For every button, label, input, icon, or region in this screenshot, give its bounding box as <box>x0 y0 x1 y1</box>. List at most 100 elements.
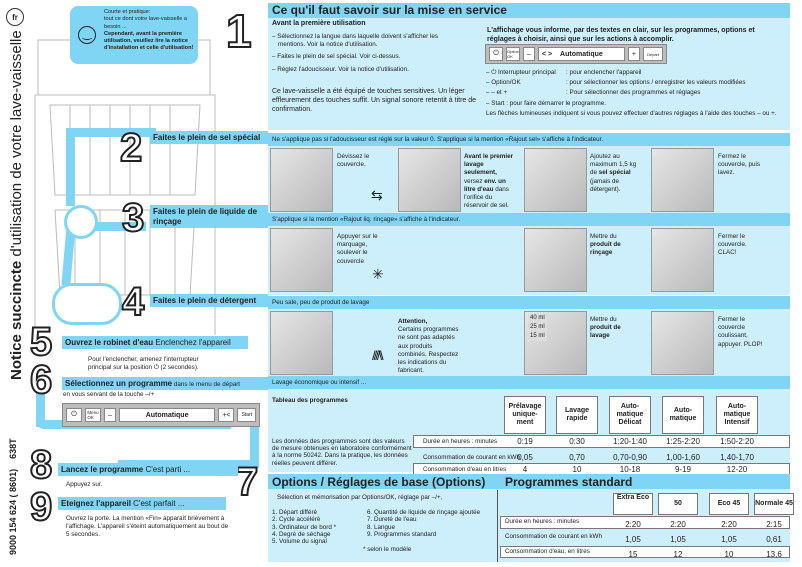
legend-row: – Option/OK: pour sélectionner les optio… <box>486 79 746 87</box>
column-header: Extra Eco <box>613 493 653 515</box>
list-item: 5. Volume du signal <box>272 538 327 546</box>
salt-pour-water-image <box>398 148 461 212</box>
row-label: Consommation d'eau, en litres <box>505 548 590 555</box>
rinse-bar: S'applique si la mention «Rajout liq. ri… <box>268 213 790 226</box>
table-cell: 2:20 <box>670 520 686 529</box>
plus-button[interactable]: + <box>627 47 640 61</box>
step-number-9: 9 <box>29 485 53 529</box>
step6-rest: dans le menu de départ <box>172 381 241 388</box>
standard-title: Programmes standard <box>505 475 633 489</box>
step-number-8: 8 <box>29 443 53 487</box>
step8-rest: C'est parti ... <box>143 465 191 474</box>
list-item: 2. Cycle accéléré <box>272 516 321 524</box>
step-number-5: 5 <box>29 320 53 364</box>
table-cell: 1,05 <box>670 535 686 544</box>
section1-title-bar: Ce qu'il faut savoir sur la mise en serv… <box>268 3 790 18</box>
arrows-indicator: < > <box>541 50 553 58</box>
column-header: Eco 45 <box>709 493 749 515</box>
row-label: Consommation de courant en kWh <box>423 454 520 461</box>
step8-note: Appuyez sur. <box>66 481 103 488</box>
options-title-bar <box>268 474 790 489</box>
minus-button[interactable]: – <box>104 408 116 422</box>
connector-line <box>36 392 45 427</box>
table-cell: 0,70 <box>569 453 585 462</box>
legend-row: – – et +: Pour sélectionner des programm… <box>486 89 701 97</box>
start-button[interactable]: Start <box>237 408 256 422</box>
row-frame <box>500 516 790 529</box>
step8-label: Lancez le programme C'est parti ... <box>58 463 238 476</box>
column-header: Auto-matique Délicat <box>609 396 651 434</box>
menu-ok-button[interactable]: Menu OK <box>85 408 101 422</box>
step-number-6: 6 <box>29 358 53 402</box>
salt-cap-callout <box>64 205 98 239</box>
list-item: 4. Degré de séchage <box>272 530 331 538</box>
intro-warning: Cependant, avant la première utilisation… <box>104 30 194 52</box>
detergent-step3: Mettre du produit de lavage <box>590 316 621 340</box>
column-header: 50 <box>658 493 698 515</box>
detergent-callout <box>52 283 122 325</box>
smiley-icon: ‿ <box>78 26 96 44</box>
detergent-open-image <box>270 311 333 375</box>
plus-button[interactable]: +< <box>218 408 235 422</box>
table-cell: 10 <box>572 465 582 474</box>
rinse-close-image <box>651 228 714 292</box>
table-cell: 2:20 <box>625 520 641 529</box>
step6-label: Sélectionnez un programme dans le menu d… <box>62 377 268 390</box>
list-item: – Faites le plein de sel spécial. Voir c… <box>272 53 401 61</box>
table-cell: 0,05 <box>517 453 533 462</box>
row-label: Consommation de courant en kWh <box>505 533 602 540</box>
row-frame <box>500 546 790 558</box>
salt-add-image <box>524 148 587 212</box>
intro-bubble: ‿ Courte et pratique: tout ce dont votre… <box>70 6 198 64</box>
step-number-1: 1 <box>225 5 253 57</box>
row-frame <box>413 435 790 448</box>
minus-button[interactable]: – <box>523 47 535 61</box>
salt-step3: Ajoutez au maximum 1,5 kg de sel spécial… <box>590 153 637 193</box>
step9-label: Eteignez l'appareil C'est parfait ... <box>58 497 226 510</box>
table-cell: 12-20 <box>726 465 748 474</box>
step9-bold: Eteignez l'appareil <box>61 499 131 508</box>
table-cell: 1,05 <box>625 535 641 544</box>
table-cell: 12 <box>673 550 683 559</box>
step-number-4: 4 <box>121 280 145 324</box>
connector-line <box>66 222 146 231</box>
table-cell: 1,00-1,60 <box>666 453 700 462</box>
power-button[interactable]: ⏻ <box>66 408 82 422</box>
table-cell: 13,6 <box>766 550 782 559</box>
step9-note: Ouvrez la porte. La mention «Fin» appara… <box>66 515 229 539</box>
power-button[interactable]: ⏻ <box>489 47 503 61</box>
start-button[interactable]: Départ <box>642 47 663 61</box>
program-display: Automatique <box>118 408 216 422</box>
salt-bar: Ne s'applique pas si l'adoucisseur est r… <box>268 133 790 146</box>
list-item: 3. Ordinateur de bord * <box>272 523 337 531</box>
salt-step2: Avant le premier lavage seulement, verse… <box>464 153 514 210</box>
step5-label: Ouvrez le robinet d'eau Enclenchez l'app… <box>62 336 248 349</box>
option-ok-button[interactable]: Option OK <box>506 47 520 61</box>
programs-note: Les données des programmes sont des vale… <box>272 438 412 467</box>
column-header: Auto-matique Intensif <box>716 396 758 434</box>
row-label: Consommation d'eau en litres <box>423 466 507 473</box>
rinse-step3: Mettre du produit de rinçage <box>590 233 621 257</box>
step2-label: Faites le plein de sel spécial <box>150 131 268 144</box>
table-cell: 0,70-0,90 <box>613 453 647 462</box>
salt-cap-unscrew-image <box>270 148 333 212</box>
section1-paragraph: Ce lave-vaisselle a été équipé de touche… <box>272 88 477 114</box>
section1-subtitle: Avant la première utilisation <box>272 20 366 27</box>
section1-list: – Sélectionnez la langue dans laquelle d… <box>272 33 462 74</box>
connector-line <box>250 420 259 468</box>
display-panel: ⏻ Option OK – < >Automatique + Départ <box>485 44 667 64</box>
options-footnote: * selon le modèle <box>363 546 412 553</box>
step8-bold: Lancez le programme <box>61 465 144 474</box>
step-number-2: 2 <box>119 126 143 170</box>
table-cell: 0,61 <box>766 535 782 544</box>
list-item: – Sélectionnez la langue dans laquelle d… <box>272 33 438 49</box>
arrows-note: Les flèches lumineuses indiquent si vous… <box>486 109 777 117</box>
step5-note: Pour l'enclencher, amenez l'interrupteur… <box>88 356 199 372</box>
legend-row: – ⏻ Interrupteur principal: pour enclenc… <box>486 69 642 76</box>
options-divider <box>497 490 498 562</box>
step6-bold: Sélectionnez un programme <box>65 379 173 388</box>
document-code: 9000 154 624 ( 8601) 638T <box>8 438 18 555</box>
column-header: Normale 45 <box>754 493 794 515</box>
options-title: Options / Réglages de base (Options) <box>272 475 486 489</box>
